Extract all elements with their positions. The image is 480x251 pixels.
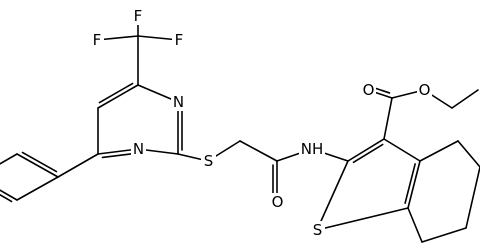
bond-c4-c5 (457, 140, 480, 168)
atom-label-o3: O (417, 81, 432, 99)
bond-t3a-c4 (419, 140, 459, 162)
atom-text-o3: O (419, 81, 431, 99)
bond-c7-t7a (407, 207, 423, 243)
bond-ph1-ph2-double (21, 151, 58, 173)
atom-label-nh: NH (299, 140, 325, 158)
atom-text-f1: F (93, 31, 102, 49)
bond-p4-p5-double (98, 82, 134, 104)
bond-t2-t3-double (352, 143, 384, 164)
bond-t7a-s2 (316, 207, 409, 231)
bond-ph4-ph3 (0, 189, 18, 201)
atom-text-s2: S (313, 221, 323, 239)
bond-s2-t2 (316, 160, 349, 231)
bond-t2-t3 (347, 138, 385, 162)
atom-text-nh: NH (301, 140, 324, 158)
bond-lines (0, 15, 480, 243)
bond-t3-est (383, 97, 393, 140)
atom-text-n1: N (173, 93, 184, 111)
atom-label-n1: N (171, 93, 186, 111)
atom-text-s1: S (204, 152, 214, 170)
bond-ph2-ph4 (0, 153, 18, 165)
bond-oc-ch3 (451, 89, 479, 109)
bond-t3a-t7a (407, 160, 421, 209)
bond-p4-p5 (97, 84, 139, 109)
bond-t3a-t7a-double (404, 163, 416, 204)
atom-label-n2: N (131, 140, 146, 158)
atom-label-s1: S (201, 152, 216, 170)
atom-text-f3: F (175, 31, 184, 49)
atom-labels: F F F N N S O NH (90, 7, 432, 239)
atom-label-f2: F (131, 7, 145, 25)
atom-label-o1: O (270, 193, 285, 211)
bond-ph4-ph3-double (0, 193, 13, 203)
bond-p6-ph1 (57, 153, 99, 178)
bond-ch2-co (239, 140, 278, 162)
atom-text-f2: F (134, 7, 143, 25)
bond-c5-c6 (465, 166, 480, 229)
bond-p6-n3-double (101, 152, 136, 159)
atom-label-o2: O (361, 81, 376, 99)
atom-text-o1: O (272, 193, 284, 211)
atom-label-f1: F (90, 31, 104, 49)
bond-ph1-ph2 (16, 153, 59, 178)
bond-c6-c7 (421, 227, 467, 243)
atom-text-o2: O (363, 81, 375, 99)
bond-t3-t3a (383, 138, 421, 162)
atom-text-n2: N (133, 140, 144, 158)
atom-label-s2: S (310, 221, 325, 239)
atom-label-f3: F (172, 31, 186, 49)
bond-ph3-ph1 (16, 176, 59, 201)
